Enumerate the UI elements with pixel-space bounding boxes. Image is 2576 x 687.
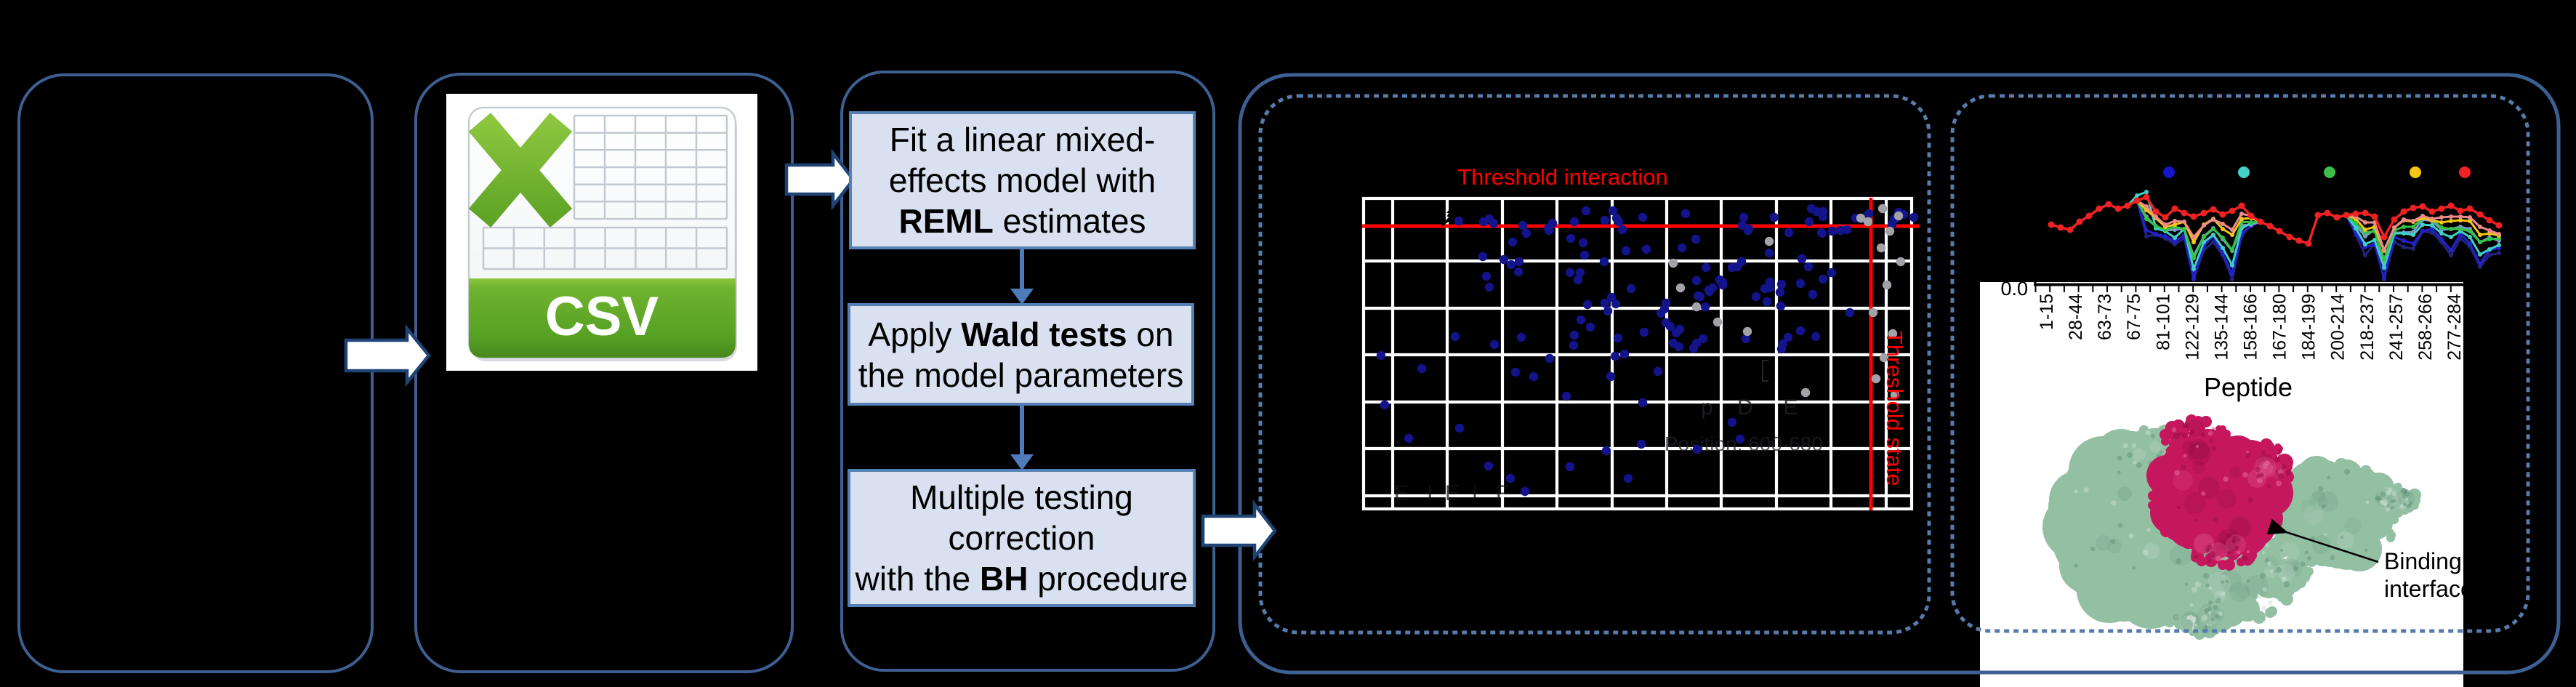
svg-text:Position: 600-680: Position: 600-680 [1665,433,1823,455]
svg-text:CSV: CSV [545,286,659,347]
svg-text:interface: interface [2384,576,2463,602]
svg-text:Threshold interaction: Threshold interaction [1457,164,1668,190]
svg-text:Threshold state: Threshold state [1882,331,1907,486]
svg-text:E I E I F: E I E I F [1394,481,1509,505]
svg-text:p D E: p D E [1701,395,1798,419]
svg-text:Binding: Binding [2384,548,2462,574]
